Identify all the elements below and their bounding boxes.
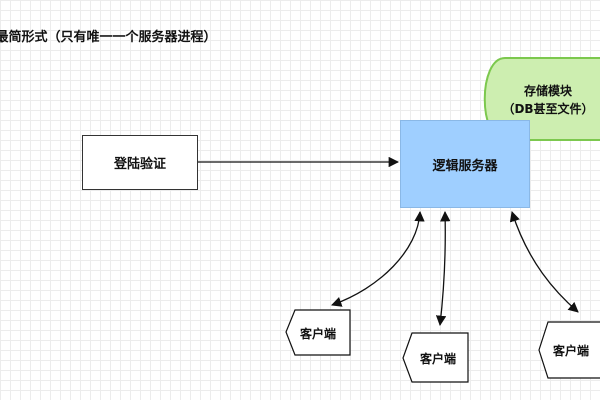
diagram-title: 最简形式（只有唯一一个服务器进程） — [0, 30, 217, 45]
storage-label: 存储模块 （DB甚至文件） — [492, 82, 600, 118]
server-client1-connector — [331, 210, 425, 307]
login-label: 登陆验证 — [113, 157, 166, 172]
storage-label-line2: （DB甚至文件） — [502, 102, 594, 116]
server-client2-connector — [435, 210, 451, 327]
logic-server-label: 逻辑服务器 — [432, 158, 498, 174]
storage-label-line1: 存储模块 — [523, 84, 572, 98]
login-box: 登陆验证 — [82, 135, 198, 190]
client-shape-3 — [538, 321, 600, 379]
client-label-2: 客户端 — [419, 352, 456, 366]
client-label-3: 客户端 — [552, 344, 589, 358]
client-label-1: 客户端 — [299, 327, 336, 341]
client-shape-2 — [402, 332, 469, 383]
logic-server-box: 逻辑服务器 — [400, 120, 530, 208]
client-shape-1 — [285, 309, 351, 356]
server-client3-connector — [509, 211, 579, 313]
